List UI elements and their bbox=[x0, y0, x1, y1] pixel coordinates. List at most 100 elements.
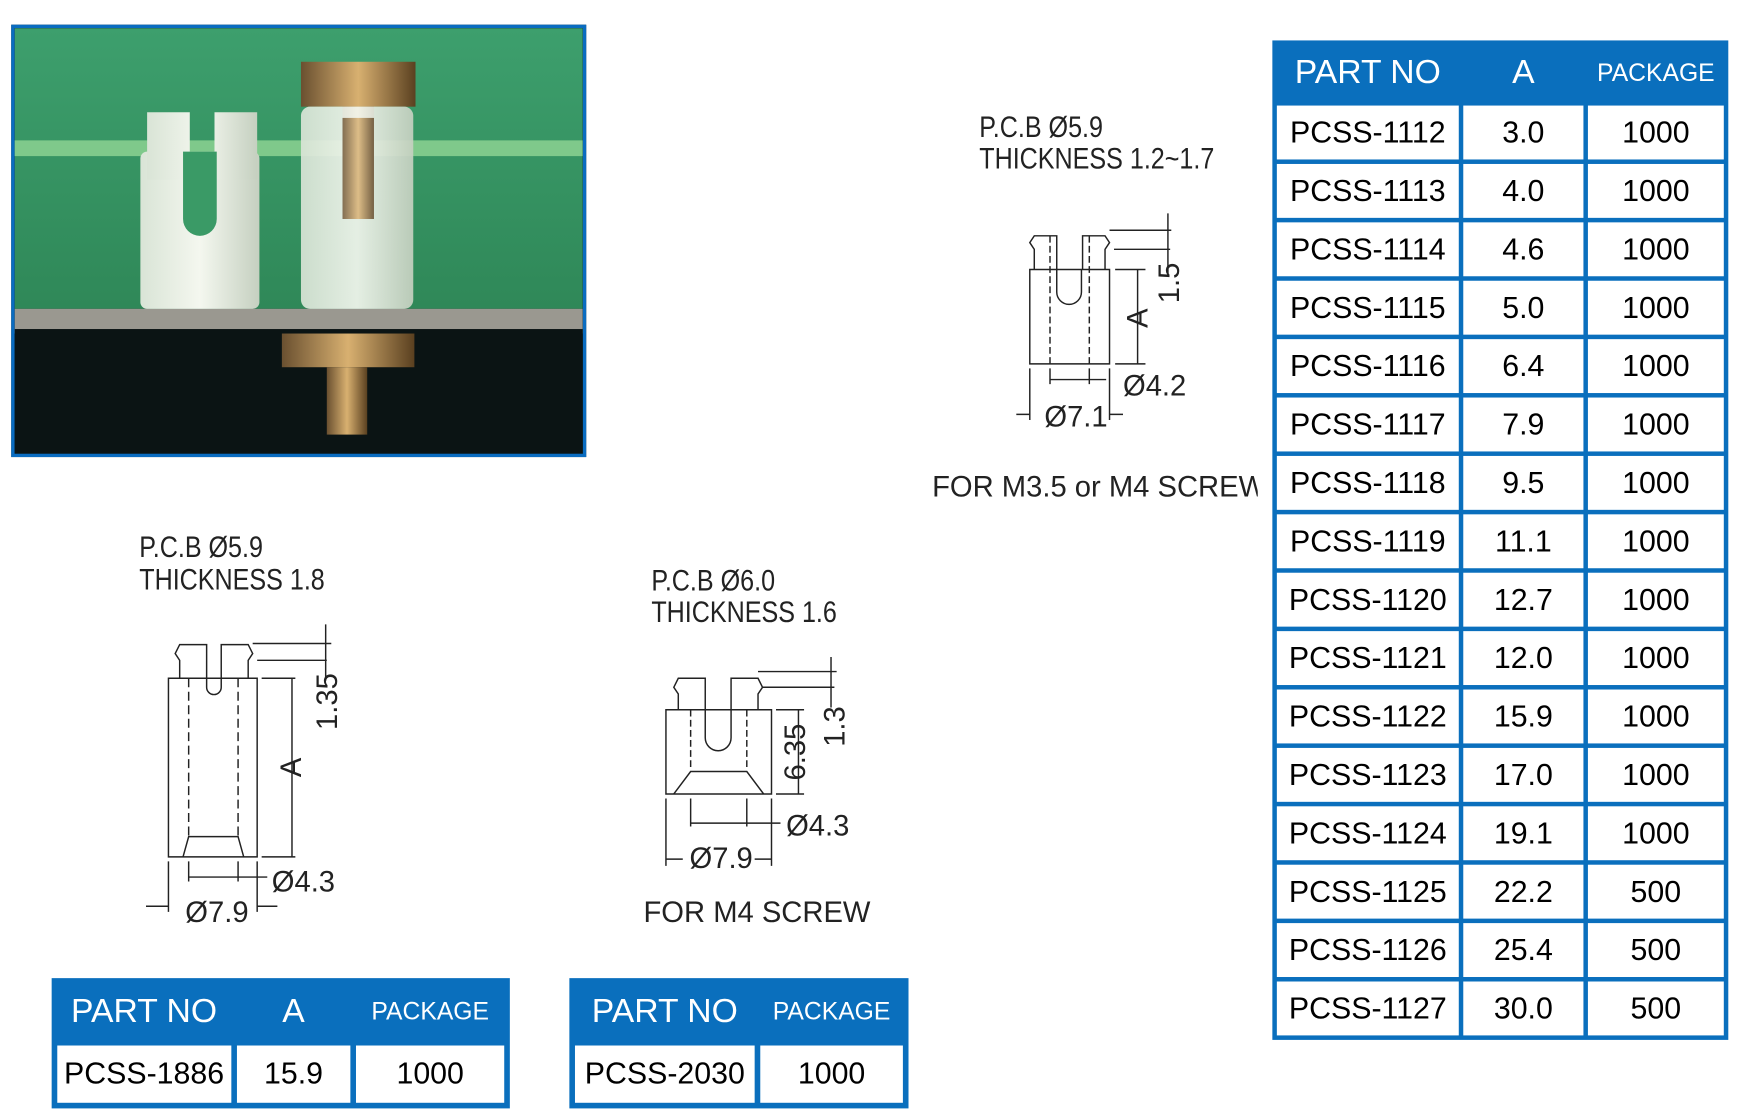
package-cell: 1000 bbox=[1587, 163, 1724, 218]
header-part-no: PART NO bbox=[1294, 53, 1441, 91]
a-cell: 11.1 bbox=[1463, 514, 1584, 569]
package-cell: 1000 bbox=[1587, 397, 1724, 452]
a-cell: 4.6 bbox=[1463, 222, 1584, 277]
part-no-cell: PCSS-1113 bbox=[1276, 163, 1459, 218]
a-cell: 9.5 bbox=[1463, 455, 1584, 510]
part-no-cell: PCSS-1126 bbox=[1276, 923, 1459, 978]
header-package: PACKAGE bbox=[1597, 58, 1715, 87]
part-no-cell: PCSS-1116 bbox=[1276, 339, 1459, 394]
part-no-cell: PCSS-1121 bbox=[1276, 631, 1459, 686]
a-cell: 12.7 bbox=[1463, 572, 1584, 627]
part-no-cell: PCSS-1123 bbox=[1276, 747, 1459, 802]
a-cell: 7.9 bbox=[1463, 397, 1584, 452]
package-cell: 500 bbox=[1587, 864, 1724, 919]
table-row: PCSS-1886 15.9 1000 bbox=[57, 1045, 505, 1103]
pcb-hole-label: P.C.B Ø6.0 bbox=[651, 564, 775, 597]
part-no-cell: PCSS-1127 bbox=[1276, 981, 1459, 1036]
dim-inner-label: Ø4.3 bbox=[272, 867, 335, 899]
part-table-2030: PART NO PACKAGE PCSS-2030 1000 bbox=[569, 978, 909, 1109]
dim-a-label: A bbox=[276, 757, 308, 777]
thickness-label: THICKNESS 1.6 bbox=[651, 595, 837, 628]
a-cell: 12.0 bbox=[1463, 631, 1584, 686]
part-no-cell: PCSS-1886 bbox=[57, 1045, 231, 1103]
drawing-m35-m4: P.C.B Ø5.9 THICKNESS 1.2~1.7 1.5 A Ø4.2 … bbox=[932, 110, 1258, 503]
a-cell: 19.1 bbox=[1463, 806, 1584, 861]
thickness-label: THICKNESS 1.2~1.7 bbox=[979, 142, 1214, 175]
package-cell: 1000 bbox=[1587, 514, 1724, 569]
pcb-standoff-photo-icon bbox=[14, 28, 583, 454]
dim-top-label: 1.5 bbox=[1154, 263, 1186, 304]
part-no-cell: PCSS-2030 bbox=[574, 1045, 755, 1103]
a-cell: 22.2 bbox=[1463, 864, 1584, 919]
dim-outer-label: Ø7.9 bbox=[690, 843, 753, 875]
a-cell: 15.9 bbox=[236, 1045, 351, 1103]
dim-outer-label: Ø7.1 bbox=[1044, 402, 1107, 434]
package-cell: 1000 bbox=[1587, 689, 1724, 744]
dim-top-label: 1.35 bbox=[312, 673, 344, 730]
header-a: A bbox=[1512, 53, 1535, 91]
part-table-1886: PART NO A PACKAGE PCSS-1886 15.9 1000 bbox=[51, 978, 510, 1109]
part-no-cell: PCSS-1120 bbox=[1276, 572, 1459, 627]
product-photo bbox=[11, 24, 587, 458]
dim-height-label: 6.35 bbox=[780, 724, 812, 781]
a-cell: 6.4 bbox=[1463, 339, 1584, 394]
part-no-cell: PCSS-1118 bbox=[1276, 455, 1459, 510]
pcb-hole-label: P.C.B Ø5.9 bbox=[139, 530, 263, 563]
package-cell: 1000 bbox=[1587, 806, 1724, 861]
package-cell: 1000 bbox=[1587, 631, 1724, 686]
table-row: PCSS-2030 1000 bbox=[574, 1045, 903, 1103]
thickness-label: THICKNESS 1.8 bbox=[139, 563, 325, 596]
a-cell: 5.0 bbox=[1463, 280, 1584, 335]
part-no-cell: PCSS-1119 bbox=[1276, 514, 1459, 569]
a-cell: 15.9 bbox=[1463, 689, 1584, 744]
package-cell: 500 bbox=[1587, 981, 1724, 1036]
a-cell: 3.0 bbox=[1463, 105, 1584, 160]
part-no-cell: PCSS-1112 bbox=[1276, 105, 1459, 160]
body-outline bbox=[1029, 268, 1111, 365]
drawing-1886: P.C.B Ø5.9 THICKNESS 1.8 1.35 A Ø4.3 Ø7.… bbox=[139, 530, 344, 929]
package-cell: 1000 bbox=[1587, 747, 1724, 802]
dim-inner-label: Ø4.2 bbox=[1123, 370, 1186, 402]
a-cell: 25.4 bbox=[1463, 923, 1584, 978]
a-cell: 4.0 bbox=[1463, 163, 1584, 218]
package-cell: 500 bbox=[1587, 923, 1724, 978]
package-cell: 1000 bbox=[1587, 222, 1724, 277]
package-cell: 1000 bbox=[356, 1045, 505, 1103]
part-no-cell: PCSS-1125 bbox=[1276, 864, 1459, 919]
dim-inner-label: Ø4.3 bbox=[786, 811, 849, 843]
header-package: PACKAGE bbox=[371, 997, 490, 1026]
part-no-cell: PCSS-1124 bbox=[1276, 806, 1459, 861]
package-cell: 1000 bbox=[1587, 455, 1724, 510]
package-cell: 1000 bbox=[1587, 339, 1724, 394]
header-package: PACKAGE bbox=[772, 997, 891, 1026]
screw-note: FOR M3.5 or M4 SCREW bbox=[932, 471, 1258, 503]
part-no-cell: PCSS-1115 bbox=[1276, 280, 1459, 335]
header-part-no: PART NO bbox=[591, 992, 738, 1030]
part-no-cell: PCSS-1114 bbox=[1276, 222, 1459, 277]
part-no-cell: PCSS-1122 bbox=[1276, 689, 1459, 744]
package-cell: 1000 bbox=[1587, 280, 1724, 335]
pcb-hole-label: P.C.B Ø5.9 bbox=[979, 110, 1103, 143]
package-cell: 1000 bbox=[1587, 105, 1724, 160]
dim-top-label: 1.3 bbox=[819, 706, 851, 747]
a-cell: 17.0 bbox=[1463, 747, 1584, 802]
package-cell: 1000 bbox=[760, 1045, 903, 1103]
